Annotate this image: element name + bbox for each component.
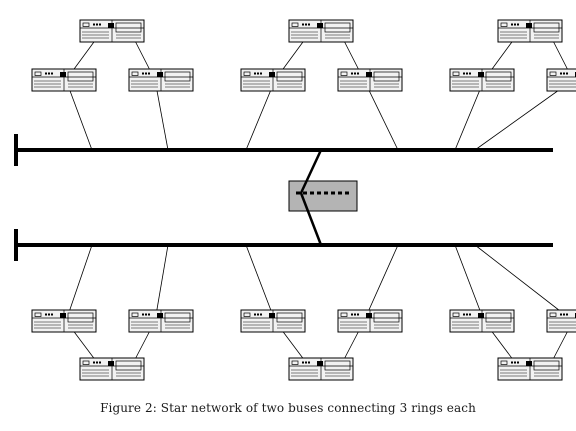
desktop-computer-icon bbox=[240, 68, 306, 92]
desktop-computer-icon bbox=[337, 68, 403, 92]
desktop-computer-icon bbox=[337, 309, 403, 333]
bus-bottom bbox=[14, 229, 553, 261]
desktop-computer-icon bbox=[288, 357, 354, 381]
desktop-computer-icon bbox=[240, 309, 306, 333]
bus-drop-link bbox=[154, 79, 169, 151]
bus-drop-link bbox=[474, 79, 574, 151]
desktop-computer-icon bbox=[31, 68, 97, 92]
desktop-computer-icon bbox=[31, 309, 97, 333]
bus-drop-link bbox=[474, 244, 574, 322]
bus-drop-link bbox=[245, 244, 276, 322]
bus-drop-link bbox=[154, 244, 169, 322]
central-switch-icon bbox=[288, 180, 358, 212]
bus-drop-link bbox=[363, 244, 399, 322]
bus-drop-link bbox=[454, 244, 485, 322]
desktop-computer-icon bbox=[546, 309, 576, 333]
desktop-computer-icon bbox=[497, 19, 563, 43]
bus-top bbox=[14, 134, 553, 166]
bus-drop-link bbox=[454, 79, 485, 151]
desktop-computer-icon bbox=[449, 309, 515, 333]
desktop-computer-icon bbox=[546, 68, 576, 92]
central-hub bbox=[288, 149, 358, 246]
bus-drop-link bbox=[363, 79, 399, 151]
desktop-computer-icon bbox=[128, 309, 194, 333]
figure-caption: Figure 2: Star network of two buses conn… bbox=[100, 401, 476, 415]
desktop-computer-icon bbox=[497, 357, 563, 381]
desktop-computer-icon bbox=[79, 19, 145, 43]
desktop-computer-icon bbox=[128, 68, 194, 92]
desktop-computer-icon bbox=[288, 19, 354, 43]
hub-uplink-cable bbox=[299, 149, 323, 246]
desktop-computer-icon bbox=[79, 357, 145, 381]
desktop-computer-icon bbox=[449, 68, 515, 92]
bus-drop-link bbox=[245, 79, 276, 151]
bus-drop-link bbox=[65, 79, 93, 151]
bus-drop-link bbox=[65, 244, 93, 322]
